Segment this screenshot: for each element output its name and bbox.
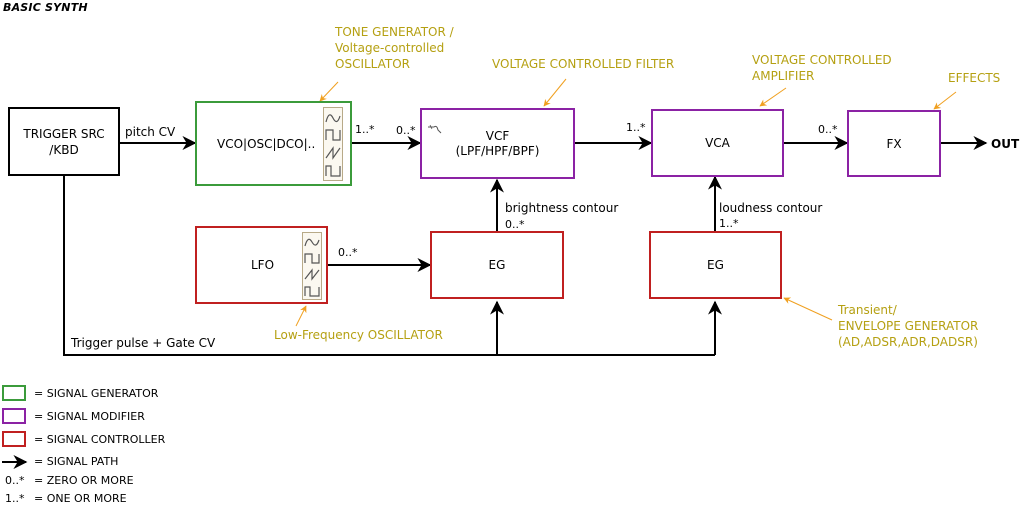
vcf-vca-mult: 1..* [626,121,646,134]
vco-vcf-dst-mult: 0..* [396,124,416,137]
vca-block: VCA [651,109,784,177]
annotation-tone-generator: TONE GENERATOR / Voltage-controlled OSCI… [335,25,454,71]
brightness-mult: 0..* [505,218,525,231]
eg2-label: EG [707,258,724,272]
filter-curve-icon [428,119,442,138]
vco-vcf-src-mult: 1..* [355,123,375,136]
legend-modifier-swatch [2,408,26,424]
eg-brightness-block: EG [430,231,564,299]
eg1-label: EG [488,258,506,272]
annotation-vcf: VOLTAGE CONTROLLED FILTER [492,57,675,71]
pitch-cv-label: pitch CV [125,125,176,139]
vcf-label: VCF (LPF/HPF/BPF) [455,128,540,158]
annot-arrow-lfo [295,305,307,327]
legend-generator-swatch [2,385,26,401]
trigger-gate-label: Trigger pulse + Gate CV [71,336,216,350]
annot-arrow-vca [759,87,787,107]
legend-generator-label: = SIGNAL GENERATOR [34,387,159,400]
annot-arrow-eg [783,297,833,321]
vco-label: VCO|OSC|DCO|.. [217,136,316,151]
legend-controller-label: = SIGNAL CONTROLLER [34,433,166,446]
legend-one-more-symbol: 1..* [5,492,25,505]
annotation-vca: VOLTAGE CONTROLLED AMPLIFIER [752,53,892,83]
loudness-mult: 1..* [719,217,739,230]
annotation-lfo: Low-Frequency OSCILLATOR [274,328,443,342]
brightness-contour-label: brightness contour [505,201,619,215]
lfo-waveform-icon [302,232,322,300]
diagram-title: BASIC SYNTH [3,1,88,14]
legend-zero-more-label: = ZERO OR MORE [34,474,134,487]
legend-modifier-label: = SIGNAL MODIFIER [34,410,145,423]
annotation-effects: EFFECTS [948,71,1001,85]
trigger-src-label: TRIGGER SRC /KBD [23,126,105,157]
annotation-eg: Transient/ ENVELOPE GENERATOR (AD,ADSR,A… [838,303,979,349]
annot-arrow-vco [319,81,339,102]
vca-label: VCA [705,136,730,150]
legend-one-more-label: = ONE OR MORE [34,492,127,505]
annot-arrow-fx [933,91,957,110]
loudness-contour-label: loudness contour [719,201,823,215]
vca-fx-mult: 0..* [818,123,838,136]
out-label: OUT [991,137,1020,151]
fx-block: FX [847,110,941,177]
lfo-eg-mult: 0..* [338,246,358,259]
eg-loudness-block: EG [649,231,782,299]
lfo-label: LFO [251,258,275,272]
annot-arrow-vcf [543,78,567,107]
fx-label: FX [886,136,902,151]
legend-zero-more-symbol: 0..* [5,474,25,487]
legend-controller-swatch [2,431,26,447]
trigger-src-block: TRIGGER SRC /KBD [8,107,120,176]
legend-path-label: = SIGNAL PATH [34,455,119,468]
vco-waveform-icon [323,107,343,181]
vcf-block: VCF (LPF/HPF/BPF) [420,108,575,179]
